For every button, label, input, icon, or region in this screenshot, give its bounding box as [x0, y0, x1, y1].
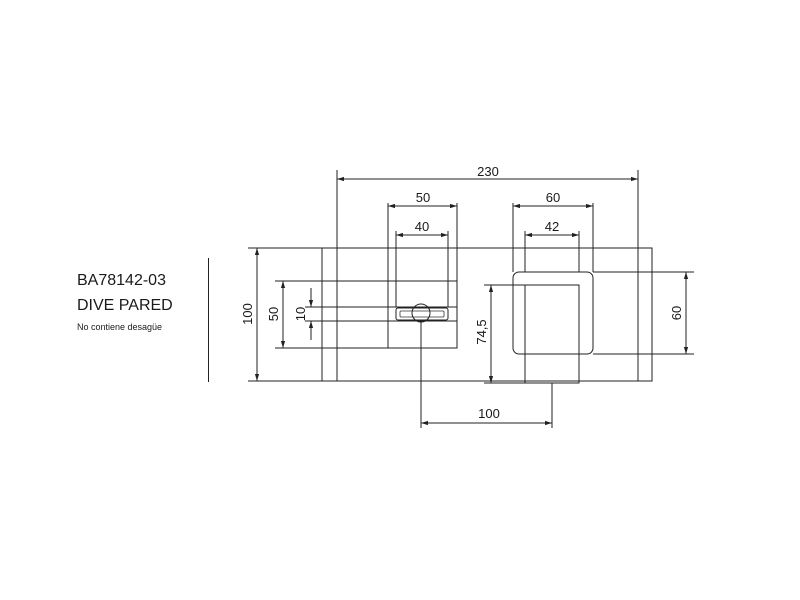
product-code: BA78142-03 — [77, 272, 166, 289]
dim-handle-outer-width: 60 — [546, 190, 560, 205]
dim-spout-height: 50 — [266, 307, 281, 321]
dim-overall-width: 230 — [477, 164, 499, 179]
handle-lever — [524, 284, 580, 384]
wall-plate — [321, 247, 653, 382]
outlet-slot — [395, 303, 449, 323]
dim-spout-outer-width: 50 — [416, 190, 430, 205]
product-model: DIVE PARED — [77, 297, 173, 314]
product-note: No contiene desagüe — [77, 322, 163, 332]
dimension-lines — [248, 170, 694, 428]
dim-handle-plate-height: 60 — [669, 306, 684, 320]
handle-rosette — [512, 203, 594, 355]
dim-plate-height: 100 — [240, 303, 255, 325]
dim-center-distance: 100 — [478, 406, 500, 421]
dim-outlet-height: 10 — [293, 307, 308, 321]
spout-outline — [336, 203, 458, 349]
dim-handle-offset: 74,5 — [474, 319, 489, 344]
dim-spout-inner-width: 40 — [415, 219, 429, 234]
dim-handle-inner-width: 42 — [545, 219, 559, 234]
separator-line — [208, 258, 209, 382]
